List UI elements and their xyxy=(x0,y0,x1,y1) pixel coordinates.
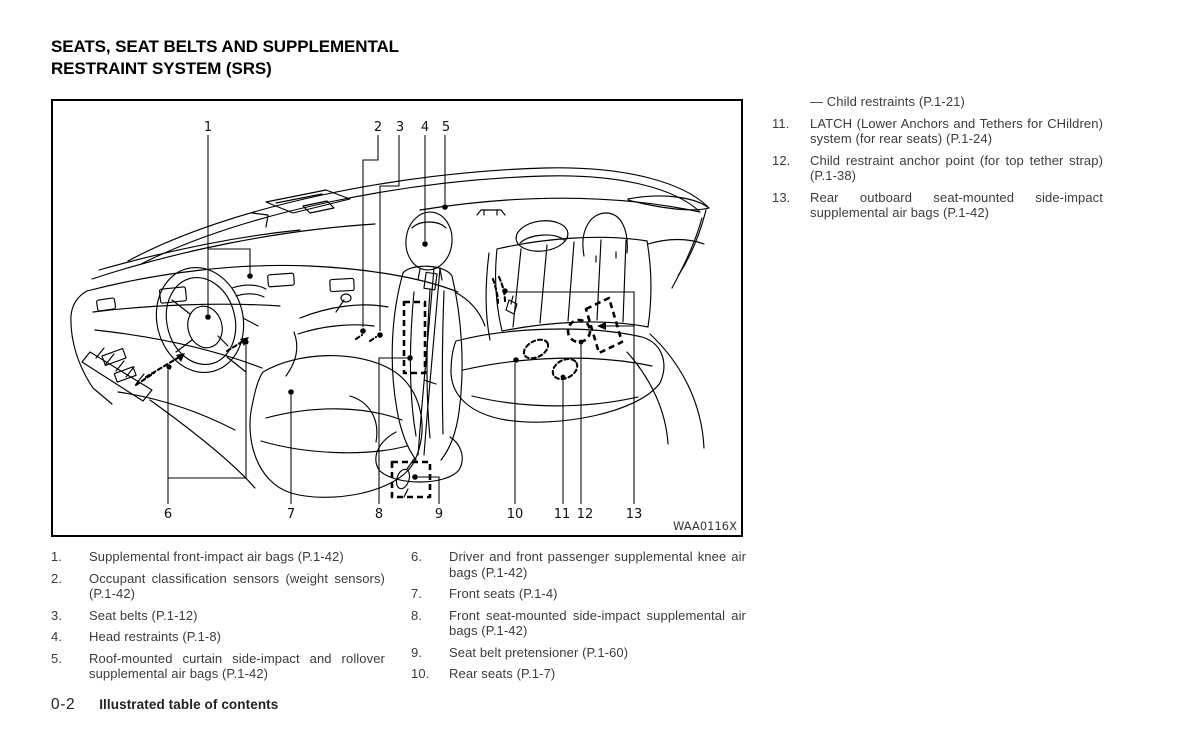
item-number: 7. xyxy=(411,586,423,601)
item-text: Child restraint anchor point (for top te… xyxy=(810,152,1103,184)
item-number: 5. xyxy=(51,650,63,666)
callout-label-8: 8 xyxy=(375,507,383,522)
pretensioner-dashed-box xyxy=(390,460,432,499)
item-number: 10. xyxy=(411,666,430,681)
item-text: Roof-mounted curtain side-impact and rol… xyxy=(89,650,385,682)
callout-label-9: 9 xyxy=(435,507,443,522)
item-text: Rear seats (P.1-7) xyxy=(449,666,556,681)
page-number: 0-2 xyxy=(51,696,76,713)
item-number: 9. xyxy=(411,644,423,660)
item-number: 6. xyxy=(411,549,423,564)
car-drawing xyxy=(70,167,710,498)
callout-label-7: 7 xyxy=(287,507,295,522)
item-number xyxy=(772,94,810,110)
srs-markers xyxy=(134,275,624,499)
callout-label-13: 13 xyxy=(626,507,643,522)
item-text: — Child restraints (P.1-21) xyxy=(810,94,965,109)
item-number: 4. xyxy=(51,629,63,644)
knee-airbag-dashed-arrow xyxy=(144,354,183,379)
callout-label-5: 5 xyxy=(442,120,450,135)
item-number: 11. xyxy=(772,115,790,131)
page-title-line1: SEATS, SEAT BELTS AND SUPPLEMENTAL xyxy=(51,37,399,56)
callout-label-12: 12 xyxy=(577,507,594,522)
figure-code: WAA0116X xyxy=(673,519,737,533)
list-item: 1. Supplemental front-impact air bags (P.… xyxy=(51,549,385,565)
item-text: LATCH (Lower Anchors and Tethers for CHi… xyxy=(810,115,1103,147)
item-text: Supplemental front-impact air bags (P.1-… xyxy=(89,549,344,564)
list-item: 11. LATCH (Lower Anchors and Tethers for … xyxy=(772,116,1103,147)
item-text: Driver and front passenger supplemental … xyxy=(449,549,746,580)
callout-label-4: 4 xyxy=(421,120,429,135)
legend-left-column: 1. Supplemental front-impact air bags (P.… xyxy=(51,549,385,688)
legend-right-column: — Child restraints (P.1-21) 11. LATCH (Lo… xyxy=(772,94,1103,227)
list-item: 5. Roof-mounted curtain side-impact and r… xyxy=(51,651,385,682)
list-item: 3. Seat belts (P.1-12) xyxy=(51,608,385,624)
rear-side-airbag-dashed-box xyxy=(584,296,624,355)
list-item: 8. Front seat-mounted side-impact supplem… xyxy=(411,608,746,639)
callout-label-10: 10 xyxy=(507,507,524,522)
list-item: 6. Driver and front passenger supplementa… xyxy=(411,549,746,580)
item-text: Front seats (P.1-4) xyxy=(449,586,558,601)
list-item: 13. Rear outboard seat-mounted side-impac… xyxy=(772,190,1103,221)
page-title-line2: RESTRAINT SYSTEM (SRS) xyxy=(51,58,272,78)
list-item: 7. Front seats (P.1-4) xyxy=(411,586,746,602)
item-number: 13. xyxy=(772,189,791,205)
leader-lines xyxy=(166,135,635,504)
page-footer: 0-2 Illustrated table of contents xyxy=(51,696,278,714)
callout-label-6: 6 xyxy=(164,507,172,522)
callout-label-11: 11 xyxy=(554,507,571,522)
item-text: Occupant classification sensors (weight … xyxy=(89,570,385,602)
item-number: 1. xyxy=(51,549,63,564)
item-text: Seat belts (P.1-12) xyxy=(89,607,198,623)
list-item: 9. Seat belt pretensioner (P.1-60) xyxy=(411,645,746,661)
item-number: 8. xyxy=(411,607,423,623)
list-item: 2. Occupant classification sensors (weigh… xyxy=(51,571,385,602)
callout-label-3: 3 xyxy=(396,120,404,135)
callout-label-1: 1 xyxy=(204,120,212,135)
front-side-airbag-dashed-box xyxy=(402,300,427,375)
latch-anchor-dashed-ellipse xyxy=(522,338,550,360)
item-text: Rear outboard seat-mounted side-impact s… xyxy=(810,189,1103,221)
latch-anchor-dashed-ellipse xyxy=(551,357,579,381)
list-item: 12. Child restraint anchor point (for top… xyxy=(772,153,1103,184)
item-text: Seat belt pretensioner (P.1-60) xyxy=(449,644,629,660)
legend-middle-column: 6. Driver and front passenger supplementa… xyxy=(411,549,746,688)
car-interior-diagram: 1 2 3 4 5 6 7 8 9 10 11 12 13 WAA0116X xyxy=(70,120,737,533)
item-number: 12. xyxy=(772,152,791,168)
page-title: SEATS, SEAT BELTS AND SUPPLEMENTAL RESTR… xyxy=(51,36,399,79)
callout-label-2: 2 xyxy=(374,120,382,135)
item-text: Front seat-mounted side-impact supplemen… xyxy=(449,607,746,639)
footer-section-title: Illustrated table of contents xyxy=(99,697,279,712)
list-item: 4. Head restraints (P.1-8) xyxy=(51,629,385,645)
tether-anchor-dashed-circle xyxy=(566,318,592,344)
list-item: — Child restraints (P.1-21) xyxy=(772,94,1103,110)
figure-box: 1 2 3 4 5 6 7 8 9 10 11 12 13 WAA0116X xyxy=(51,99,743,537)
list-item: 10. Rear seats (P.1-7) xyxy=(411,666,746,682)
item-text: Head restraints (P.1-8) xyxy=(89,629,222,644)
item-number: 3. xyxy=(51,607,63,623)
item-number: 2. xyxy=(51,570,63,586)
